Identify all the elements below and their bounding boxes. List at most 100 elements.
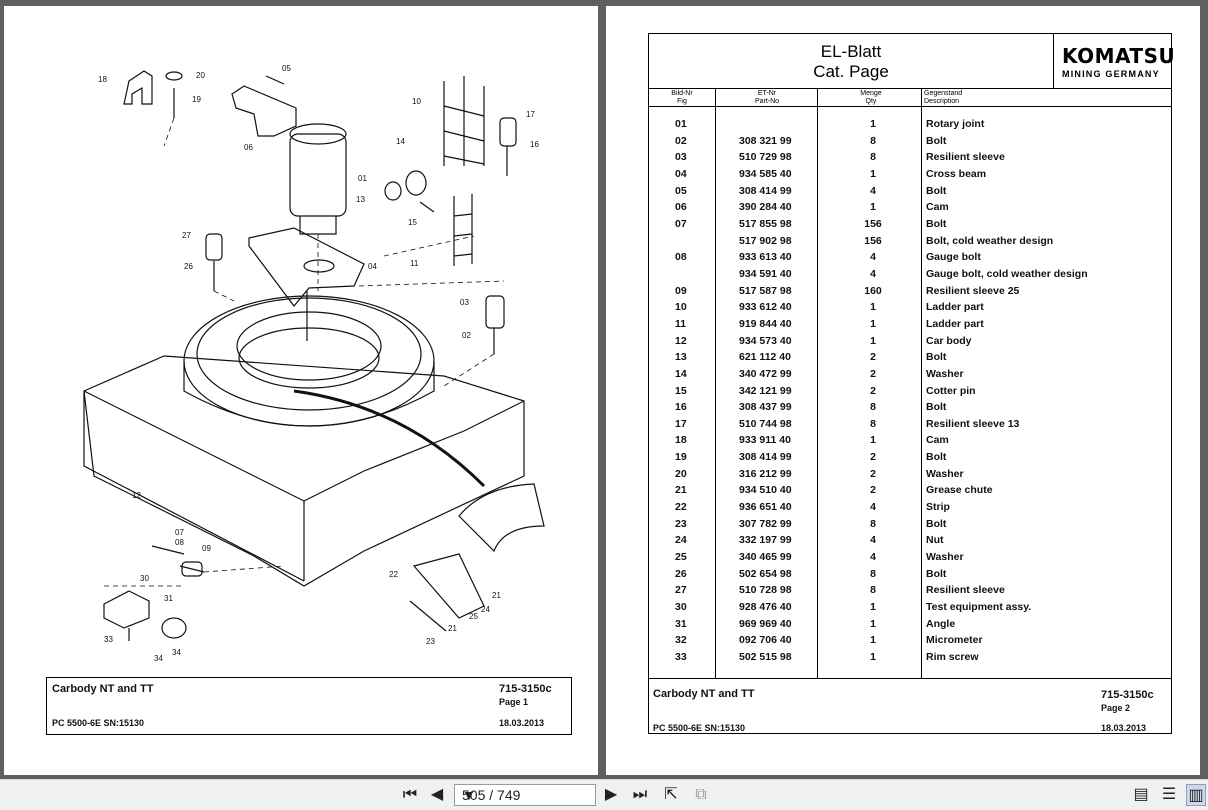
previous-page-icon: ◀ [430, 786, 444, 803]
cell-part-no: 307 782 99 [739, 517, 792, 530]
cell-description: Resilient sleeve [926, 584, 1005, 597]
callout-label: 34 [172, 648, 181, 657]
first-page-button[interactable]: ⏮ [400, 784, 420, 806]
cell-description: Cam [926, 201, 949, 214]
cell-part-no: 502 515 98 [739, 651, 792, 663]
cell-part-no: 621 112 40 [739, 351, 791, 364]
page-number-input[interactable]: 505 / 749 ▼ [454, 784, 596, 806]
cell-part-no: 510 729 98 [739, 151, 792, 164]
cell-description: Bolt, cold weather design [926, 234, 1054, 247]
cell-fig: 09 [675, 284, 687, 297]
cell-part-no: 934 510 40 [739, 484, 792, 497]
cell-fig: 16 [675, 401, 687, 414]
cell-part-no: 308 414 99 [739, 451, 792, 464]
header-qty: Menge Qty [860, 90, 882, 105]
cell-description: Bolt [926, 451, 947, 464]
cell-fig: 17 [675, 417, 687, 430]
footer-doc-number: 715-3150c [1101, 689, 1154, 701]
cell-fig: 04 [675, 167, 687, 180]
cell-qty: 4 [870, 551, 876, 564]
previous-page-button[interactable]: ◀ [428, 784, 446, 806]
callout-label: 16 [530, 140, 539, 149]
callout-label: 33 [104, 635, 113, 644]
callout-label: 18 [98, 75, 107, 84]
cell-part-no: 510 728 98 [739, 584, 792, 597]
cell-part-no: 316 212 99 [739, 467, 792, 480]
fit-page-icon: ⇱ [664, 786, 678, 803]
cell-fig: 32 [675, 634, 687, 647]
cell-description: Test equipment assy. [926, 601, 1032, 614]
cell-qty: 2 [870, 451, 876, 464]
cell-part-no: 308 414 99 [739, 184, 792, 197]
cell-qty: 8 [870, 134, 876, 147]
column-divider [921, 88, 922, 678]
cell-qty: 4 [870, 534, 876, 547]
callout-label: 11 [410, 259, 419, 268]
callout-label: 08 [175, 538, 184, 547]
cell-description: Bolt [926, 217, 947, 230]
footer-title: Carbody NT and TT [653, 688, 755, 700]
cell-part-no: 340 465 99 [739, 551, 792, 564]
cell-qty: 1 [870, 334, 876, 347]
cell-fig: 15 [675, 384, 687, 397]
callout-label: 13 [356, 195, 365, 204]
two-page-view-button[interactable]: ▥ [1186, 784, 1206, 806]
cell-fig: 07 [675, 217, 687, 230]
cell-fig: 02 [675, 134, 687, 147]
cell-part-no: 933 612 40 [739, 301, 792, 314]
rotate-button[interactable]: ⧉ [690, 784, 712, 806]
cell-qty: 1 [870, 118, 876, 130]
cell-part-no: 340 472 99 [739, 367, 792, 380]
cell-fig: 06 [675, 201, 687, 214]
cell-description: Ladder part [926, 301, 984, 314]
header-description: Gegenstand Description [924, 90, 963, 105]
rotate-icon: ⧉ [695, 786, 707, 803]
cell-description: Gauge bolt, cold weather design [926, 267, 1088, 280]
cell-description: Rotary joint [926, 118, 985, 130]
cell-fig: 12 [675, 334, 687, 347]
cell-qty: 2 [870, 351, 876, 364]
callout-label: 26 [184, 262, 193, 271]
single-page-view-icon: ▤ [1133, 786, 1149, 803]
callout-label: 21 [448, 624, 457, 633]
callout-label: 23 [426, 637, 435, 646]
page-number-value: 505 / 749 [462, 787, 521, 803]
continuous-view-button[interactable]: ☰ [1160, 784, 1178, 806]
header-rule [649, 106, 1171, 107]
cell-fig: 05 [675, 184, 687, 197]
column-divider [817, 88, 818, 678]
cell-fig: 18 [675, 434, 687, 447]
cell-qty: 4 [870, 184, 876, 197]
last-page-button[interactable]: ⏭ [630, 784, 650, 806]
chevron-down-icon[interactable]: ▼ [462, 787, 476, 803]
cell-fig: 22 [675, 501, 687, 514]
cell-description: Micrometer [926, 634, 983, 647]
single-page-view-button[interactable]: ▤ [1132, 784, 1150, 806]
cell-part-no: 308 321 99 [739, 134, 792, 147]
next-page-button[interactable]: ▶ [602, 784, 620, 806]
cell-part-no: 934 585 40 [739, 167, 792, 180]
fit-page-button[interactable]: ⇱ [660, 784, 682, 806]
cell-qty: 1 [870, 301, 876, 314]
cell-part-no: 510 744 98 [739, 417, 792, 430]
cell-part-no: 933 911 40 [739, 434, 791, 447]
catalog-header: EL-Blatt Cat. Page KOMATSU MINING GERMAN… [649, 34, 1175, 89]
cell-fig: 25 [675, 551, 687, 564]
callout-label: 14 [396, 137, 405, 146]
